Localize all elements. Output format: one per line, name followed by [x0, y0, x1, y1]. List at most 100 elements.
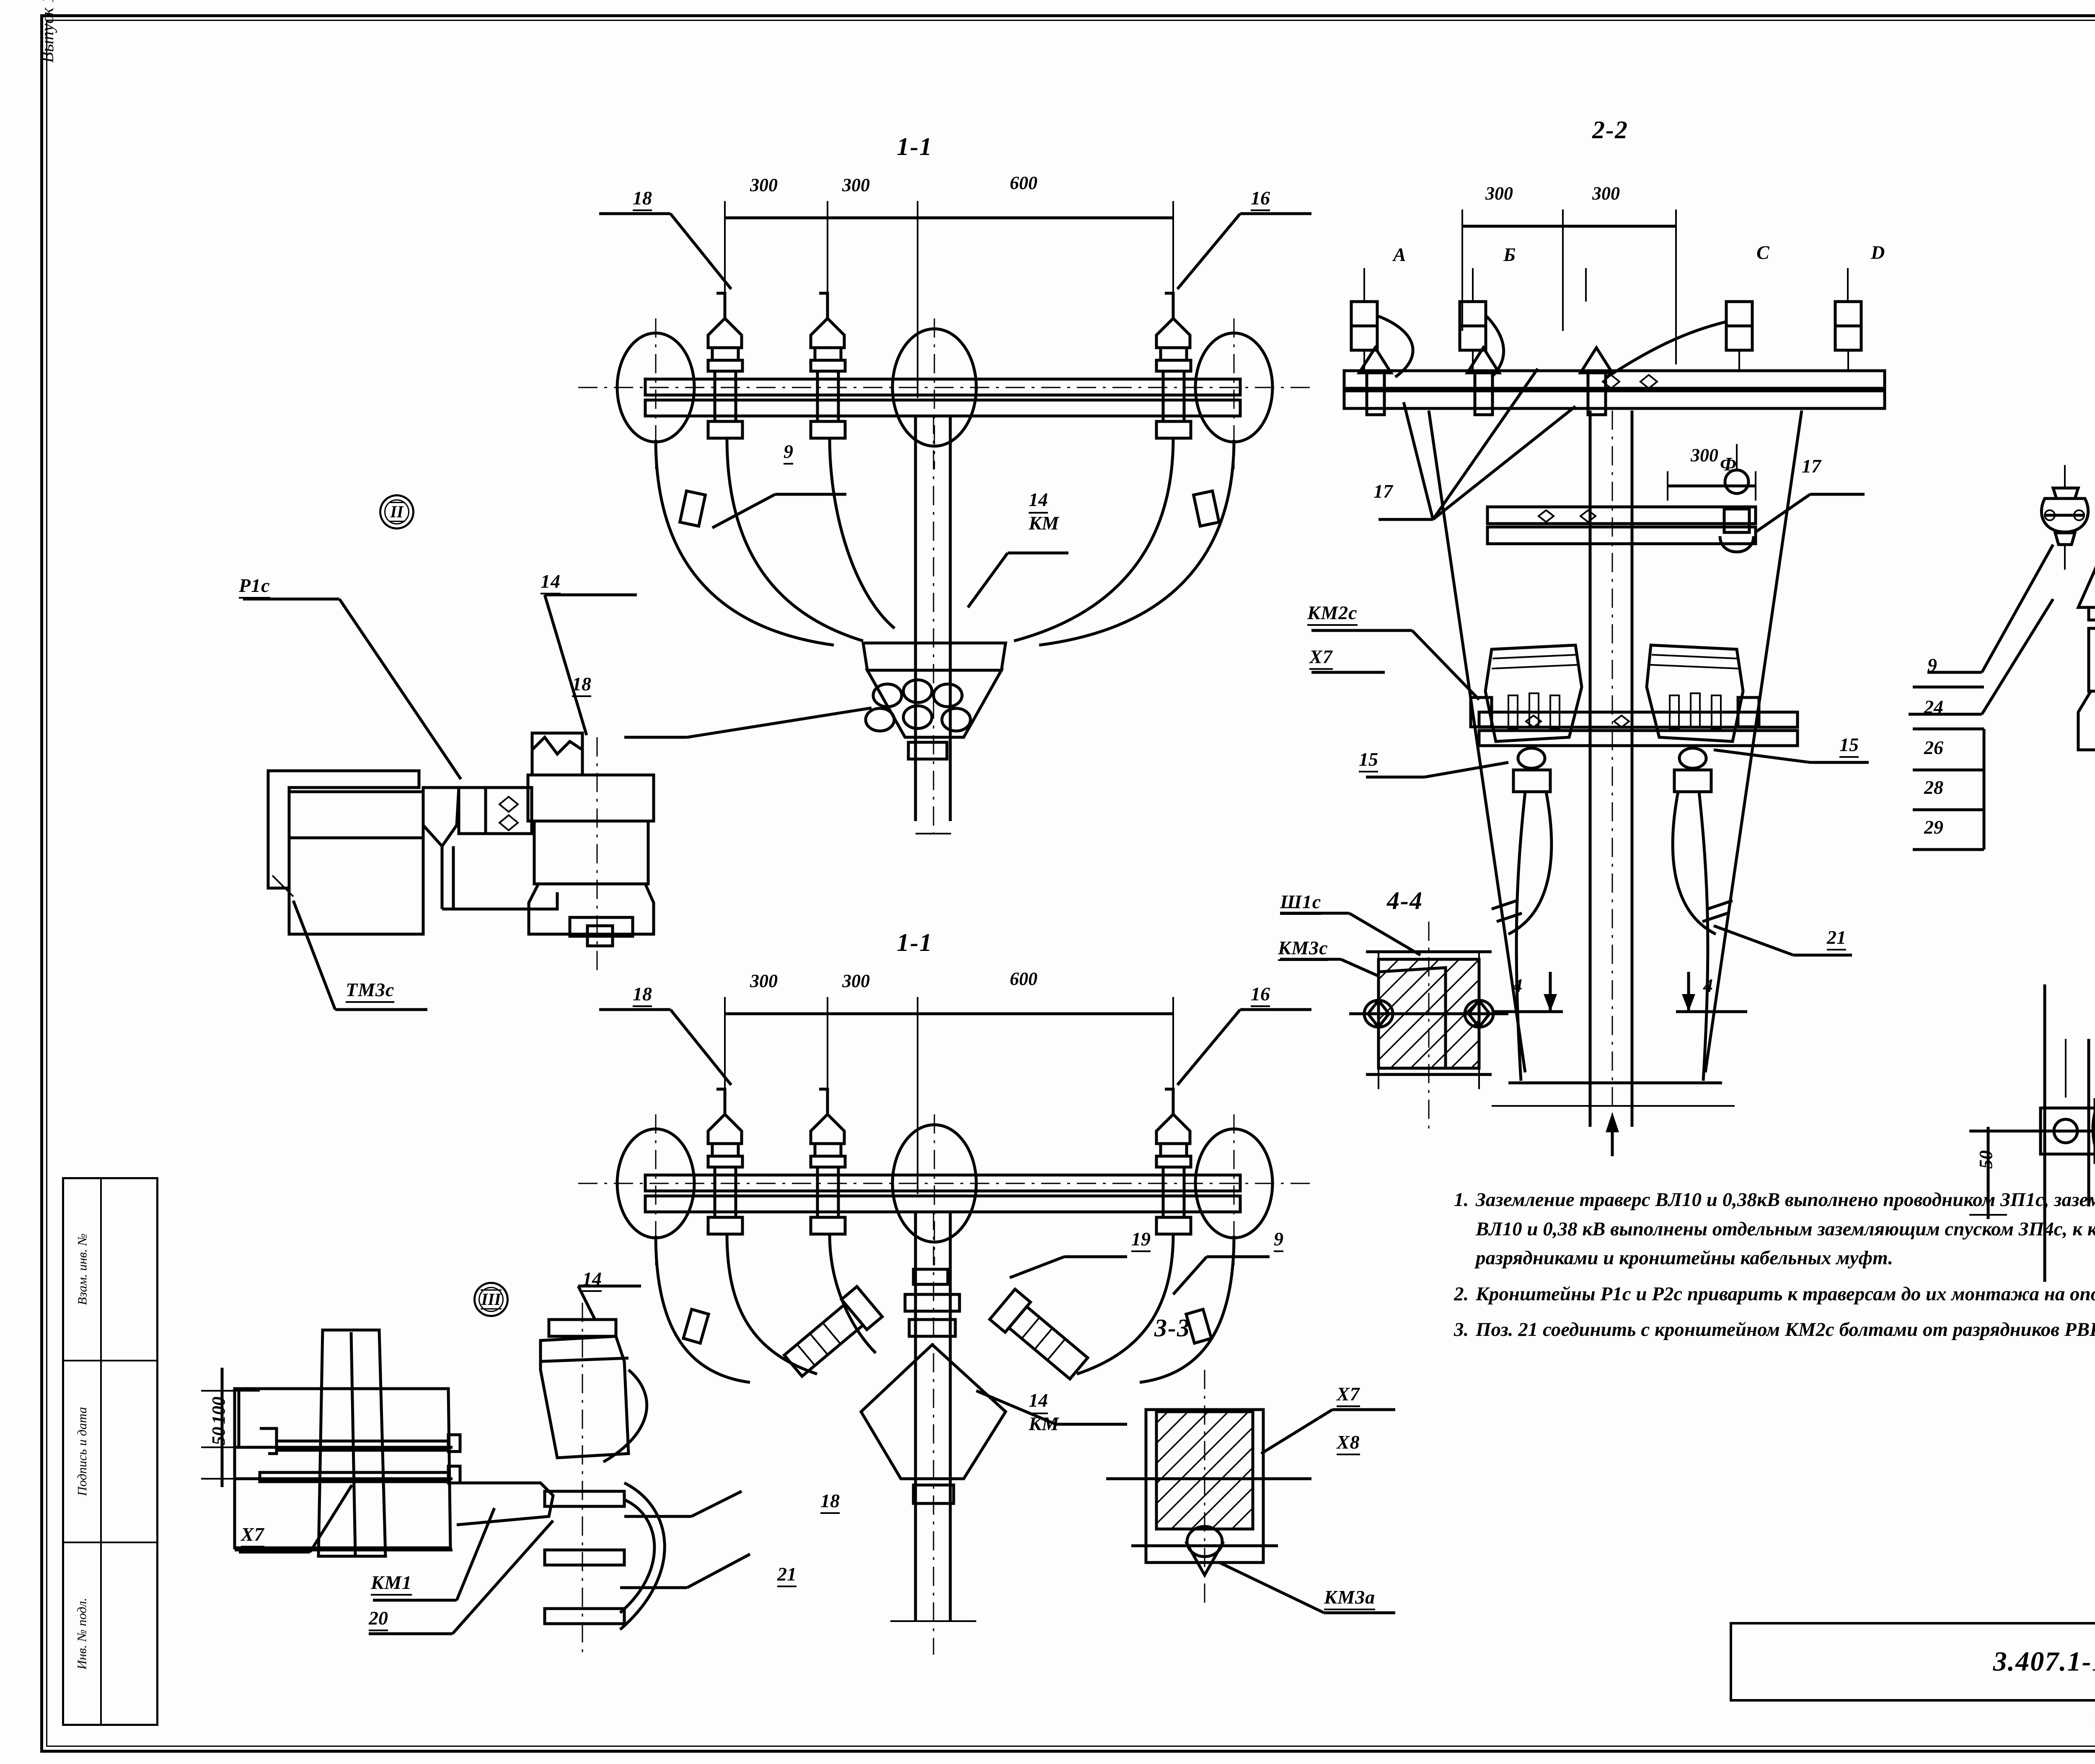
dim-300-a: 300 — [750, 175, 778, 195]
arrester — [1834, 300, 1863, 370]
pos-21-bot: 21 — [777, 1565, 797, 1587]
pos-16-bot: 16 — [1251, 984, 1270, 1007]
arrester — [988, 1287, 1090, 1381]
stub-label-cell: Взам. инв. № — [64, 1179, 102, 1360]
phase-label-B: Б — [1503, 244, 1516, 265]
pos-28-IV: 28 — [1924, 777, 1943, 798]
sheet-border-outer — [40, 14, 2095, 1753]
phase-label-A: A — [1393, 244, 1407, 265]
note-text: Заземление траверс ВЛ10 и 0,38кВ выполне… — [1476, 1189, 2095, 1269]
view-title-4-4: 4-4 — [1387, 887, 1423, 914]
stub-row: Взам. инв. № — [64, 1179, 156, 1361]
stub-label-cell: Подпись и дата — [64, 1361, 102, 1542]
pos-15-left: 15 — [1359, 750, 1378, 772]
pos-20: 20 — [369, 1609, 388, 1631]
detail-IV — [1909, 465, 2095, 851]
dim-2-2-300-a: 300 — [1485, 183, 1513, 204]
section-mark-4-left: 4 — [1513, 975, 1522, 996]
arrester — [782, 1284, 885, 1379]
dim-50-III: 50 — [208, 1427, 229, 1445]
code-tm3c: ТМ3с — [346, 980, 395, 1003]
pos-14-bot-km: КМ — [1029, 1413, 1059, 1434]
note-text: Поз. 21 соединить с кронштейном КМ2с бол… — [1476, 1319, 2095, 1341]
view-title-1-1-bottom: 1-1 — [897, 929, 933, 956]
pos-16-top: 16 — [1251, 189, 1270, 211]
pos-29-IV: 29 — [1924, 816, 1943, 838]
code-km2c: КМ2с — [1307, 603, 1358, 626]
drawing-code: 3.407.1-173.1-12 — [1993, 1646, 2095, 1677]
code-km1: КМ1 — [371, 1573, 412, 1596]
dim-600-2: 600 — [1010, 969, 1037, 989]
view-1-1-top — [578, 201, 1311, 834]
pos-14-III: 14 — [582, 1269, 602, 1292]
section-mark-4-right: 4 — [1703, 975, 1713, 996]
pos-24-IV: 24 — [1924, 696, 1943, 718]
pos-17-left: 17 — [1373, 480, 1393, 502]
detail-III — [201, 1284, 666, 1659]
sheet-border-inner — [46, 20, 2095, 1747]
pos-17-mid: 17 — [1802, 455, 1821, 477]
note-item: 1. Заземление траверс ВЛ10 и 0,38кВ выпо… — [1454, 1185, 2095, 1273]
insulator — [706, 1087, 744, 1236]
dim-100-III: 100 — [208, 1397, 229, 1424]
pos-21-2-2: 21 — [1827, 928, 1846, 950]
section-3-3 — [1106, 1370, 1395, 1614]
phase-label-D: D — [1871, 242, 1886, 263]
notes-block: 1. Заземление траверс ВЛ10 и 0,38кВ выпо… — [1454, 1185, 2095, 1351]
dim-600: 600 — [1010, 173, 1037, 193]
pos-26-IV: 26 — [1924, 737, 1943, 758]
pos-9-bot: 9 — [1274, 1229, 1283, 1252]
stub-row: Подпись и дата — [64, 1361, 156, 1544]
cable-muff — [1645, 643, 1761, 743]
phase-label-C: C — [1756, 242, 1770, 263]
code-km3a: КМ3а — [1324, 1588, 1376, 1610]
insulator — [809, 292, 847, 440]
pos-18-bot: 18 — [633, 984, 652, 1007]
pos-9-IV: 9 — [1927, 654, 1937, 676]
detail-marker-II-text: II — [389, 502, 404, 522]
dim-300-b: 300 — [842, 175, 870, 195]
dim-300-b2: 300 — [842, 971, 870, 991]
stub-label-cell: Инв. № подл. — [64, 1543, 102, 1724]
pos-19: 19 — [1131, 1229, 1151, 1252]
note-number: 1. — [1454, 1189, 1469, 1211]
code-x7-3-3: Х7 — [1337, 1384, 1360, 1407]
pos-15-right: 15 — [1839, 735, 1859, 758]
pos-14-top-km: КМ — [1029, 512, 1059, 534]
view-title-3-3: 3-3 — [1154, 1314, 1190, 1342]
code-km3c: КМ3с — [1278, 938, 1328, 961]
view-1-1-bottom — [578, 997, 1311, 1655]
pos-18-top: 18 — [633, 189, 652, 211]
code-x7-III: Х7 — [241, 1525, 264, 1547]
note-text: Кронштейны Р1с и Р2с приварить к траверс… — [1476, 1283, 2095, 1305]
pos-9-top: 9 — [784, 442, 793, 465]
insulator — [706, 292, 744, 440]
section-4-4 — [1280, 912, 1508, 1131]
note-item: 2. Кронштейны Р1с и Р2с приварить к трав… — [1454, 1280, 2095, 1309]
stub-row: Инв. № подл. — [64, 1543, 156, 1724]
view-2-2 — [1311, 209, 1886, 1156]
detail-marker-III-text: III — [480, 1289, 502, 1309]
dim-2-2-300-b: 300 — [1592, 183, 1620, 204]
view-title-1-1-top: 1-1 — [897, 133, 933, 160]
detail-II — [243, 593, 655, 1011]
pos-18-bottom-top-view: 18 — [572, 674, 591, 697]
detail-bolt-17 — [1969, 984, 2095, 1282]
title-block: 3.407.1-173.1-12 Лист 2 — [1730, 1622, 2095, 1702]
arrester — [1350, 300, 1379, 370]
margin-stub-table: Взам. инв. № Подпись и дата Инв. № подл. — [62, 1177, 158, 1726]
note-item: 3. Поз. 21 соединить с кронштейном КМ2с … — [1454, 1315, 2095, 1345]
pos-14-detail-II: 14 — [541, 572, 561, 594]
pos-14-bot: 14 КМ — [1029, 1390, 1059, 1434]
dim-50-bolt: 50 — [1976, 1150, 1996, 1169]
detail-marker-II: II — [379, 494, 414, 529]
dim-300-a2: 300 — [750, 971, 778, 991]
detail-marker-III: III — [473, 1282, 509, 1317]
pos-18-bot2: 18 — [820, 1491, 840, 1514]
pos-14-top-num: 14 — [1029, 489, 1048, 514]
dim-2-2-300-c: 300 — [1691, 445, 1718, 465]
arrester — [2040, 465, 2090, 570]
pos-14-top: 14 КМ — [1029, 489, 1059, 534]
